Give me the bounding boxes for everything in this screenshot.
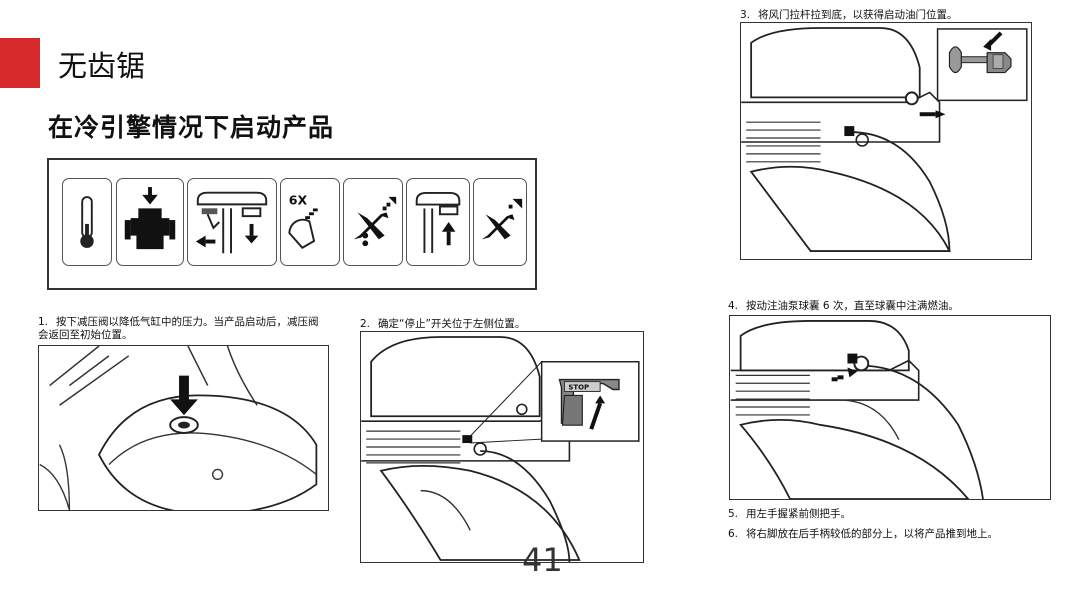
choke-pull-out-icon (343, 178, 403, 266)
step-3-instruction: 3. 将风门拉杆拉到底，以获得启动油门位置。 (740, 9, 1040, 22)
step-3-text: 将风门拉杆拉到底，以获得启动油门位置。 (758, 9, 958, 21)
step-5-instruction: 5. 用左手握紧前侧把手。 (728, 508, 1048, 521)
page-heading: 在冷引擎情况下启动产品 (48, 113, 335, 142)
thermometer-cold-icon (62, 178, 112, 266)
step-1-illustration-decompression-valve (38, 345, 329, 511)
stop-switch-label: STOP (568, 384, 589, 392)
step-5-text: 用左手握紧前侧把手。 (746, 508, 851, 520)
page-number: 41 (522, 541, 563, 579)
step-3-illustration-choke-lever (740, 22, 1032, 260)
start-procedure-icon-strip: 6X (47, 158, 537, 290)
stop-switch-left-icon (187, 178, 277, 266)
step-3-number: 3. (740, 9, 751, 21)
step-2-instruction: 2. 确定“停止”开关位于左侧位置。 (360, 318, 640, 331)
step-1-instruction: 1.按下减压阀以降低气缸中的压力。当产品启动后，减压阀会返回至初始位置。 (38, 316, 328, 342)
choke-start-icon (473, 178, 527, 266)
section-accent-bar (0, 38, 40, 88)
step-6-instruction: 6. 将右脚放在后手柄较低的部分上，以将产品推到地上。 (728, 528, 1048, 541)
step-1-number: 1. (38, 316, 49, 328)
step-2-number: 2. (360, 318, 371, 330)
step-2-text: 确定“停止”开关位于左侧位置。 (378, 318, 526, 330)
section-title: 无齿锯 (58, 49, 146, 83)
press-decompression-valve-icon (116, 178, 184, 266)
step-2-illustration-stop-switch: STOP (360, 331, 644, 563)
primer-bulb-press-icon: 6X (280, 178, 340, 266)
step-6-text: 将右脚放在后手柄较低的部分上，以将产品推到地上。 (746, 528, 998, 540)
step-4-illustration-primer-bulb (729, 315, 1051, 500)
choke-push-in-icon (406, 178, 470, 266)
step-4-text: 按动注油泵球囊 6 次，直至球囊中注满燃油。 (746, 300, 959, 312)
primer-count-label: 6X (289, 193, 308, 208)
step-4-number: 4. (728, 300, 739, 312)
step-1-text: 按下减压阀以降低气缸中的压力。当产品启动后，减压阀会返回至初始位置。 (38, 316, 319, 341)
step-5-number: 5. (728, 508, 739, 520)
step-4-instruction: 4. 按动注油泵球囊 6 次，直至球囊中注满燃油。 (728, 300, 1048, 313)
step-6-number: 6. (728, 528, 739, 540)
